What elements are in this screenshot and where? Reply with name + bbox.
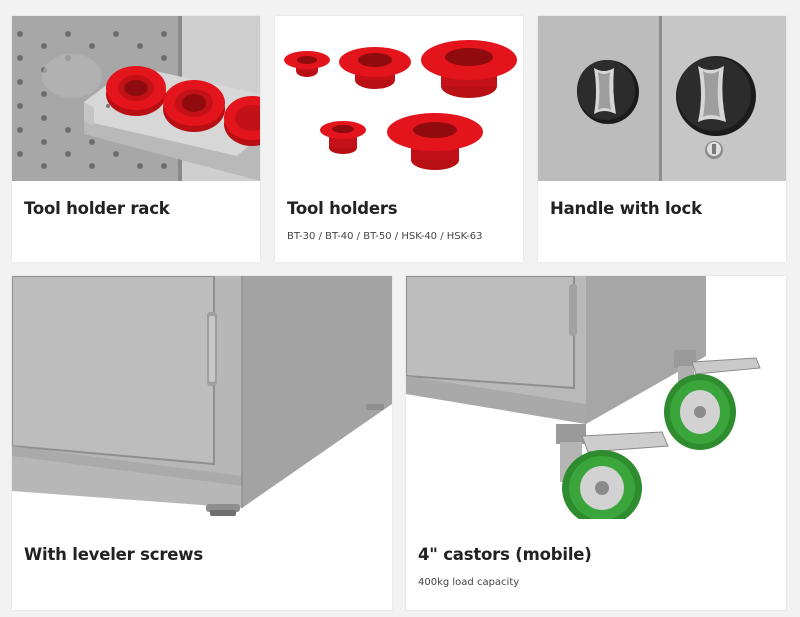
- card-title: 4" castors (mobile): [418, 545, 592, 564]
- leveler-screws-image: [12, 276, 392, 519]
- card-title: With leveler screws: [24, 545, 203, 564]
- tool-holders-image: [275, 16, 523, 181]
- handle-lock-image: [538, 16, 786, 181]
- card-subtitle: 400kg load capacity: [418, 577, 520, 588]
- feature-card-handle-lock[interactable]: Handle with lock: [538, 16, 786, 262]
- tool-holder-rack-image: [12, 16, 260, 181]
- card-title: Handle with lock: [550, 199, 702, 218]
- card-title: Tool holder rack: [24, 199, 170, 218]
- castors-image: [406, 276, 786, 519]
- feature-card-tool-holder-rack[interactable]: Tool holder rack: [12, 16, 260, 262]
- feature-card-tool-holders[interactable]: Tool holders BT-30 / BT-40 / BT-50 / HSK…: [275, 16, 523, 262]
- card-subtitle: BT-30 / BT-40 / BT-50 / HSK-40 / HSK-63: [287, 231, 483, 242]
- feature-card-leveler-screws[interactable]: With leveler screws: [12, 276, 392, 610]
- feature-card-castors[interactable]: 4" castors (mobile) 400kg load capacity: [406, 276, 786, 610]
- card-title: Tool holders: [287, 199, 398, 218]
